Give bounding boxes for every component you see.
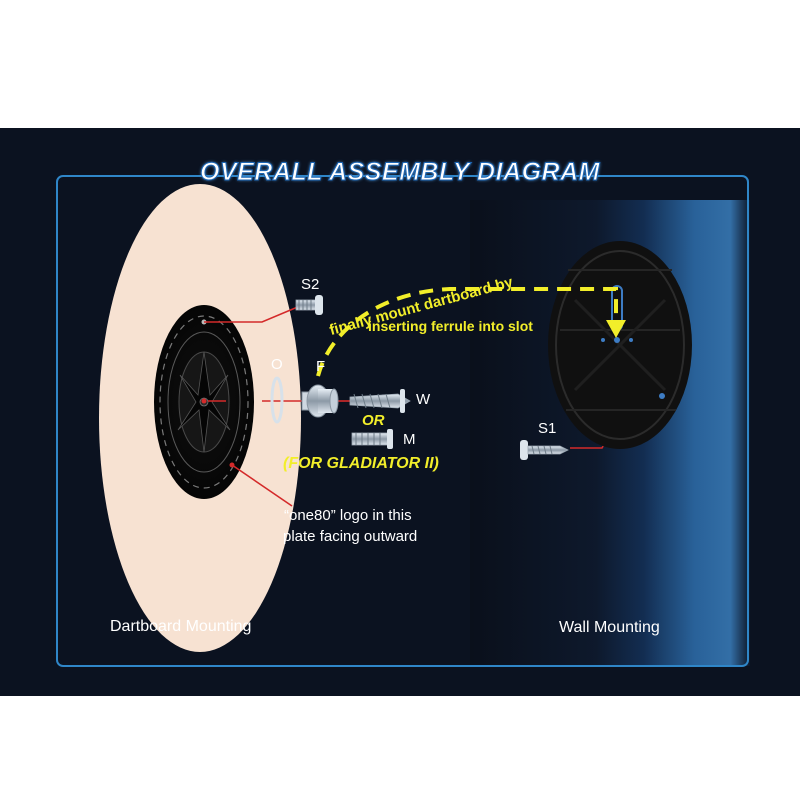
bolt-m-icon (351, 429, 393, 449)
label-o: O (271, 356, 283, 373)
logo-note-line2: plate facing outward (283, 528, 418, 545)
screw-s1-icon (520, 440, 569, 460)
screw-w-icon (349, 389, 411, 413)
label-gladiator: (FOR GLADIATOR II) (283, 455, 439, 472)
frame-border (56, 175, 749, 667)
label-or: OR (362, 412, 385, 429)
diagram-title: OVERALL ASSEMBLY DIAGRAM (200, 158, 601, 187)
ferrule-instruction-line2: inserting ferrule into slot (368, 318, 533, 334)
ferrule-icon (301, 384, 339, 418)
section-dartboard-mounting: Dartboard Mounting (110, 618, 252, 635)
logo-note-line1: “one80” logo in this (284, 507, 412, 524)
screw-s2-icon (295, 295, 323, 315)
washer-icon (270, 376, 284, 424)
wall-bracket-icon (548, 241, 692, 449)
label-f: F (316, 358, 326, 375)
label-s1: S1 (538, 420, 557, 437)
label-s2: S2 (301, 276, 320, 293)
section-wall-mounting: Wall Mounting (559, 619, 660, 636)
arrow-head-icon (606, 320, 626, 338)
label-w: W (416, 391, 431, 408)
label-m: M (403, 431, 416, 448)
ferrule-path-arrow (316, 287, 618, 377)
